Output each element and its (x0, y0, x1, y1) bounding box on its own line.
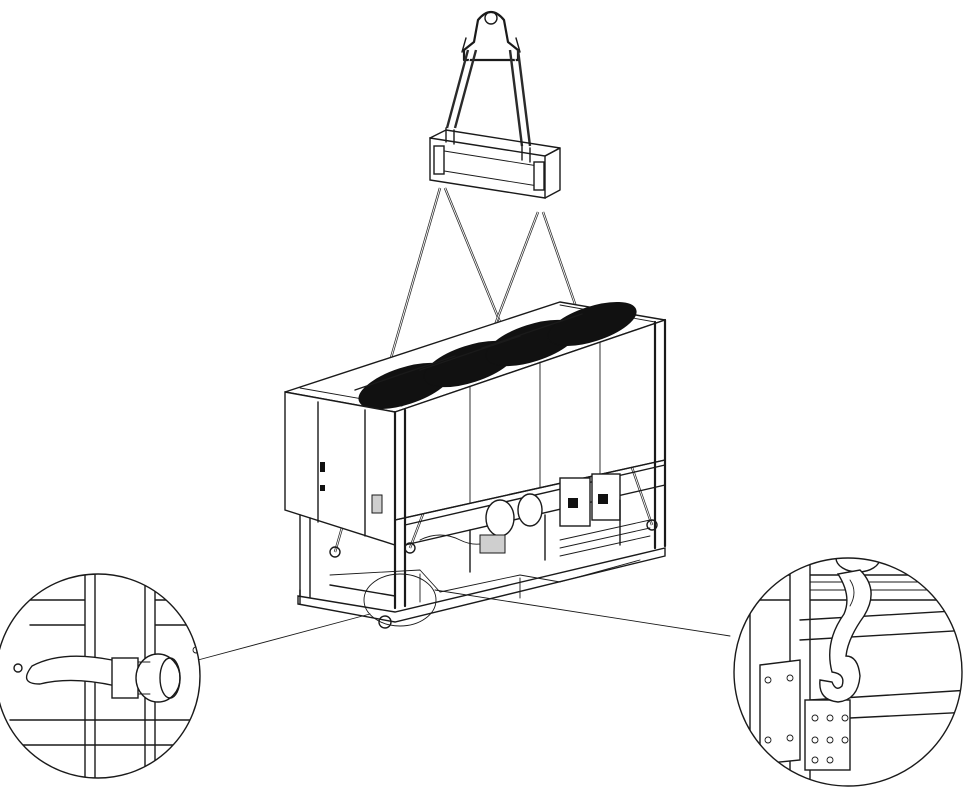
lifting-point (646, 519, 658, 531)
chiller-unit (284, 301, 667, 629)
lifting-point (378, 615, 392, 629)
fan-array (354, 301, 637, 410)
compressor-section (404, 464, 666, 573)
spreader-bar-icon (429, 127, 561, 199)
hook-icon (819, 558, 881, 703)
upper-sling-left (445, 49, 478, 129)
lifting-ring (461, 10, 521, 62)
upper-sling-right (508, 49, 532, 147)
lifting-point (404, 542, 416, 554)
lifting-point (329, 546, 341, 558)
base-frame (297, 547, 666, 623)
detail-shackle (0, 573, 201, 779)
callout-leaders (197, 573, 731, 661)
shackle-icon (25, 653, 181, 703)
detail-hook (733, 557, 963, 787)
